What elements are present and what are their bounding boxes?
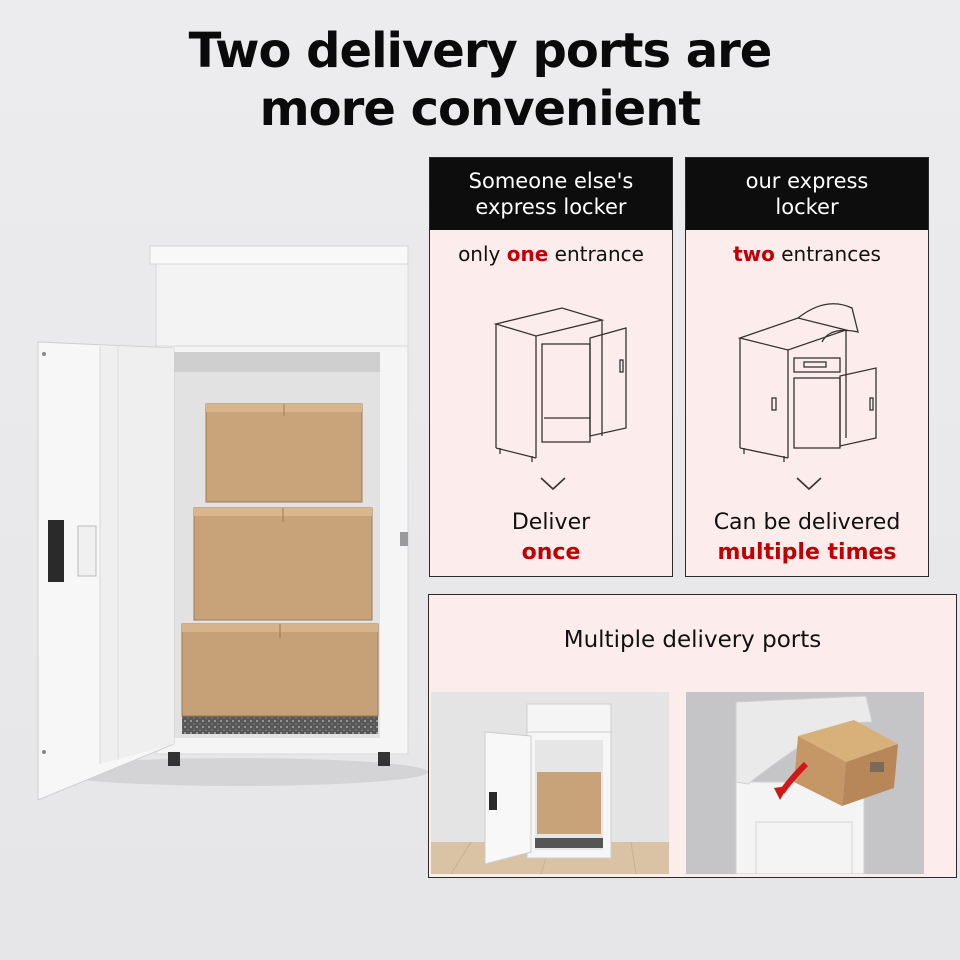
competitor-header-line-1: Someone else's	[468, 169, 634, 193]
competitor-result-highlight: once	[521, 540, 581, 565]
locker-illustration	[28, 240, 428, 801]
cardboard-box-top	[205, 403, 363, 503]
competitor-result-prefix: Deliver	[511, 510, 591, 535]
cardboard-box-bottom	[181, 623, 379, 717]
top-drop-photo	[686, 692, 924, 874]
competitor-sub-suffix: entrance	[548, 242, 644, 266]
delivery-ports-panel: Multiple delivery ports	[428, 594, 957, 878]
competitor-sub-prefix: only	[458, 242, 507, 266]
our-header-line-1: our express	[745, 169, 869, 193]
single-door-locker-icon	[493, 307, 627, 462]
our-header-line-2: locker	[775, 195, 839, 219]
our-result-highlight: multiple times	[717, 540, 897, 565]
dual-port-locker-icon	[737, 303, 877, 462]
our-result: Can be delivered multiple times	[686, 508, 928, 568]
chevron-down-icon	[540, 477, 566, 491]
dropping-box	[794, 720, 898, 806]
our-result-line-1: Can be delivered	[713, 510, 901, 535]
competitor-card-header: Someone else's express locker	[430, 158, 672, 230]
competitor-locker-card: Someone else's express locker only one e…	[429, 157, 673, 577]
our-sub-highlight: two	[733, 242, 775, 266]
our-entrance-text: two entrances	[686, 242, 928, 266]
competitor-entrance-text: only one entrance	[430, 242, 672, 266]
competitor-sub-highlight: one	[506, 242, 549, 266]
headline-line-2: more convenient	[259, 81, 702, 137]
locker-photo	[37, 245, 428, 801]
front-door-photo	[431, 692, 669, 874]
headline-line-1: Two delivery ports are	[188, 23, 773, 79]
ports-title: Multiple delivery ports	[563, 627, 822, 653]
chevron-down-icon	[796, 477, 822, 491]
our-sub-suffix: entrances	[774, 242, 881, 266]
competitor-header-line-2: express locker	[475, 195, 627, 219]
competitor-result: Deliver once	[430, 508, 672, 568]
our-card-header: our express locker	[686, 158, 928, 230]
headline: Two delivery ports are more convenient	[0, 22, 960, 138]
our-locker-card: our express locker two entrances Can be …	[685, 157, 929, 577]
cardboard-box-middle	[193, 507, 373, 621]
